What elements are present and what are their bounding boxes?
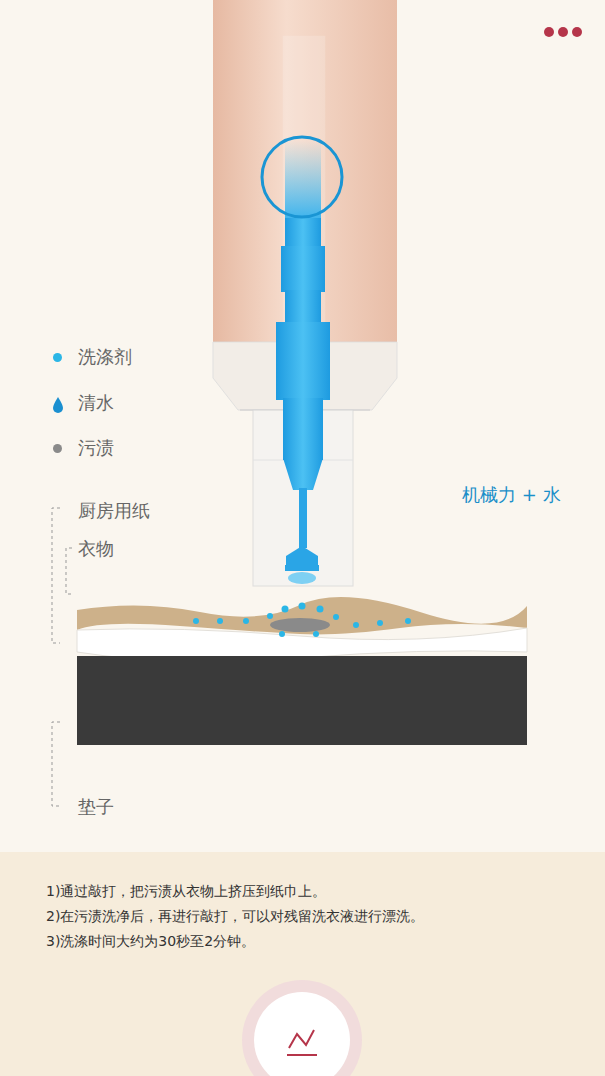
note-text: 2)在污渍洗净后，再进行敲打，可以对残留洗衣液进行漂洗。 [46, 908, 424, 925]
part-label: 垫子 [78, 796, 114, 818]
legend-swatch [53, 353, 62, 362]
legend-swatch [53, 444, 62, 453]
legend-text: 洗涤剂 [78, 346, 132, 368]
legend-text: 清水 [78, 392, 114, 414]
note-text: 3)洗涤时间大约为30秒至2分钟。 [46, 933, 255, 950]
part-label: 厨房用纸 [78, 500, 150, 522]
legend-text: 污渍 [78, 437, 114, 459]
note-text: 1)通过敲打，把污渍从衣物上挤压到纸巾上。 [46, 883, 326, 900]
part-label: 机械力 + 水 [462, 484, 561, 506]
part-label: 衣物 [78, 538, 114, 560]
